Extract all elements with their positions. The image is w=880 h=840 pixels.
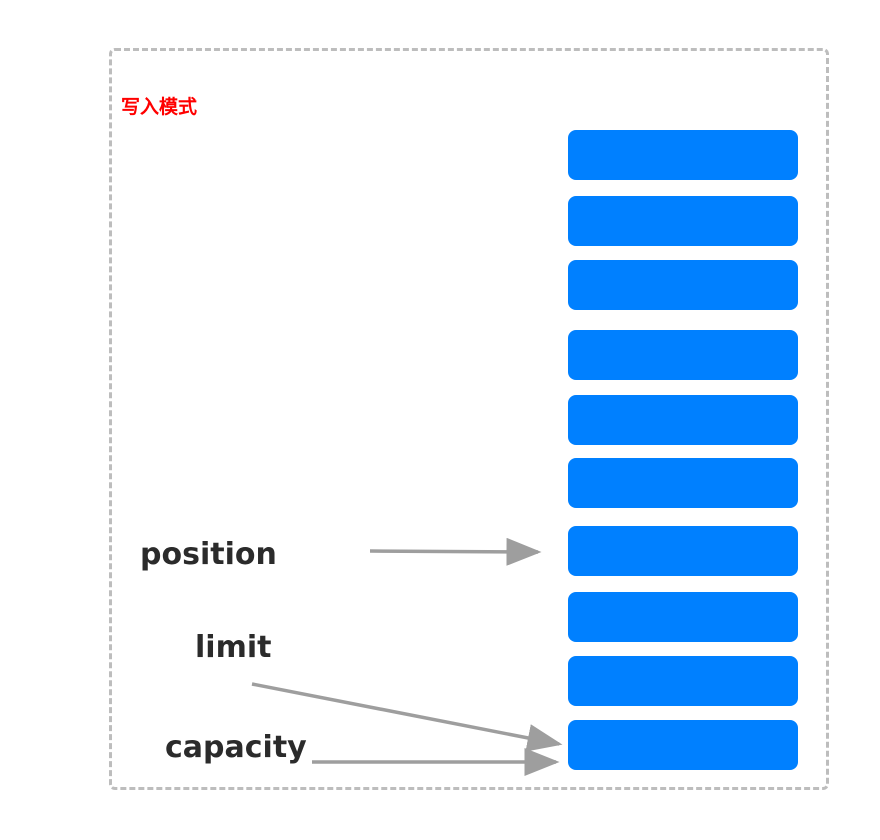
- buffer-slot: [568, 656, 798, 706]
- buffer-slot: [568, 458, 798, 508]
- buffer-slot: [568, 395, 798, 445]
- buffer-slot: [568, 592, 798, 642]
- buffer-frame: [109, 48, 829, 790]
- buffer-slot: [568, 526, 798, 576]
- buffer-slot: [568, 330, 798, 380]
- mode-title: 写入模式: [121, 96, 198, 118]
- buffer-slot: [568, 196, 798, 246]
- limit-label: limit: [195, 630, 272, 665]
- position-label: position: [140, 537, 277, 572]
- capacity-label: capacity: [165, 730, 307, 765]
- buffer-slot: [568, 130, 798, 180]
- buffer-slot: [568, 260, 798, 310]
- buffer-slot: [568, 720, 798, 770]
